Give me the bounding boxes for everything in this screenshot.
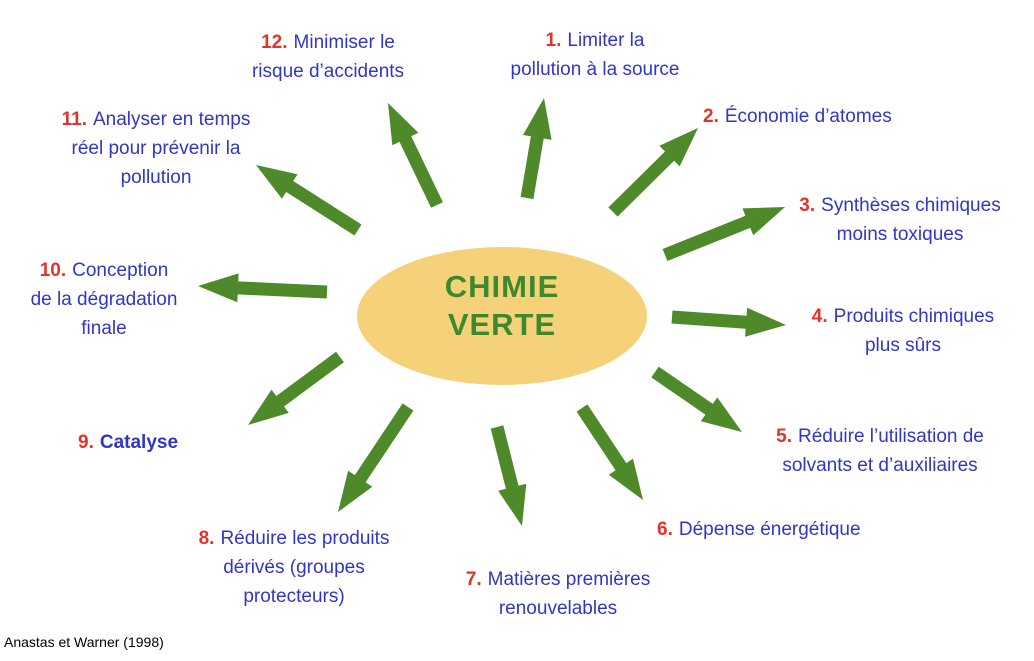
center-title: CHIMIE VERTE xyxy=(357,268,647,344)
arrow-1 xyxy=(520,98,552,200)
arrow-7 xyxy=(490,425,527,526)
center-title-line2: VERTE xyxy=(447,307,557,342)
principle-8: 8.Réduire les produits dérivés (groupes … xyxy=(198,528,390,607)
arrow-12 xyxy=(388,103,443,208)
arrow-5 xyxy=(651,366,742,432)
principle-5: 5.Réduire l’utilisation de solvants et d… xyxy=(776,426,984,476)
arrow-3 xyxy=(662,207,785,261)
principle-2: 2.Économie d’atomes xyxy=(703,106,892,127)
arrow-2 xyxy=(608,128,698,217)
citation: Anastas et Warner (1998) xyxy=(4,634,164,650)
arrow-6 xyxy=(576,404,643,500)
principle-10: 10.Conception de la dégradation finale xyxy=(30,260,178,339)
principle-3: 3.Synthèses chimiques moins toxiques xyxy=(799,195,1001,245)
principle-4: 4.Produits chimiques plus sûrs xyxy=(811,306,995,356)
principle-7: 7.Matières premières renouvelables xyxy=(465,569,651,619)
arrow-10 xyxy=(198,273,328,303)
center-title-line1: CHIMIE xyxy=(444,269,560,304)
center-ellipse xyxy=(357,247,647,385)
arrow-11 xyxy=(256,165,362,236)
arrow-8 xyxy=(338,403,414,512)
arrow-4 xyxy=(671,307,786,337)
principle-12: 12.Minimiser le risque d’accidents xyxy=(251,32,405,82)
arrow-9 xyxy=(248,351,344,425)
principle-6: 6.Dépense énergétique xyxy=(657,519,861,540)
principle-11: 11.Analyser en temps réel pour prévenir … xyxy=(61,109,251,188)
principle-1: 1.Limiter la pollution à la source xyxy=(510,30,680,80)
principle-9: 9.Catalyse xyxy=(78,432,179,453)
